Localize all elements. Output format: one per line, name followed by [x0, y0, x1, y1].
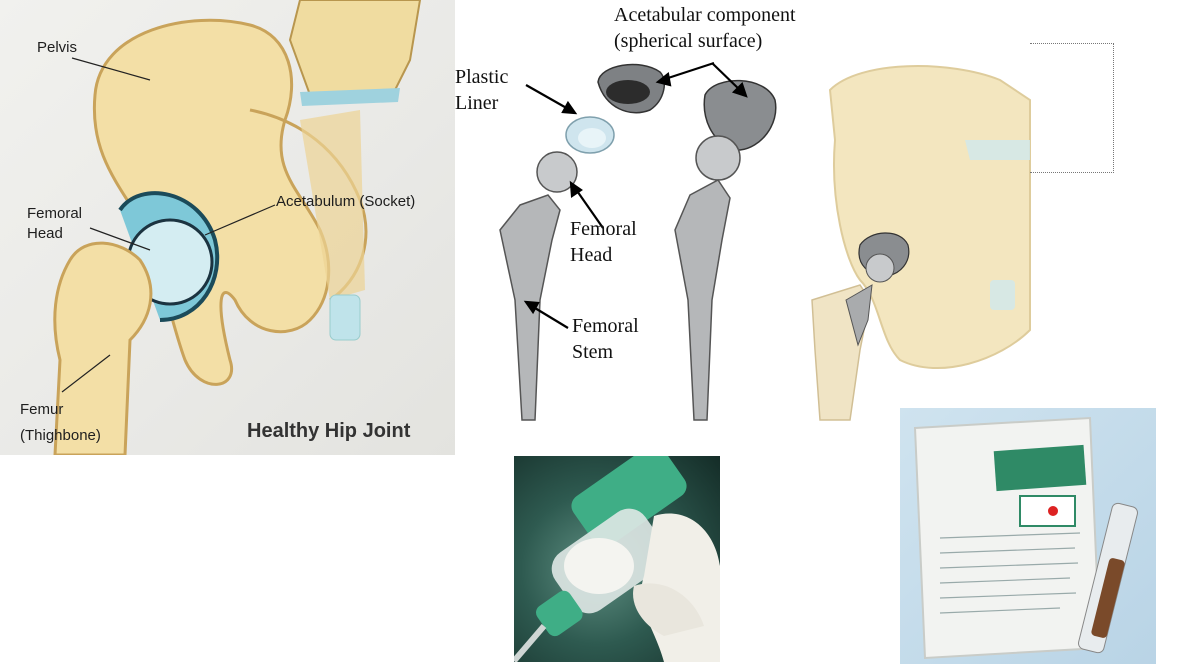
surgical-packet-photo	[900, 408, 1156, 664]
femoral-head-implant-label-line2: Head	[570, 244, 612, 267]
dotted-frame	[1030, 43, 1114, 173]
acetabular-component-label-line1: Acetabular component	[614, 4, 796, 27]
plastic-liner-label-line1: Plastic	[455, 66, 508, 89]
bone-cement-gun-photo	[514, 456, 720, 662]
assembled-femoral-stem	[675, 180, 730, 420]
femoral-head-implant-label-line1: Femoral	[570, 218, 637, 241]
femoral-stem-label-line1: Femoral	[572, 315, 639, 338]
femoral-stem-label-line2: Stem	[572, 341, 613, 364]
plastic-liner-label-line2: Liner	[455, 92, 498, 115]
acetabular-component-label-line2: (spherical surface)	[614, 30, 762, 53]
